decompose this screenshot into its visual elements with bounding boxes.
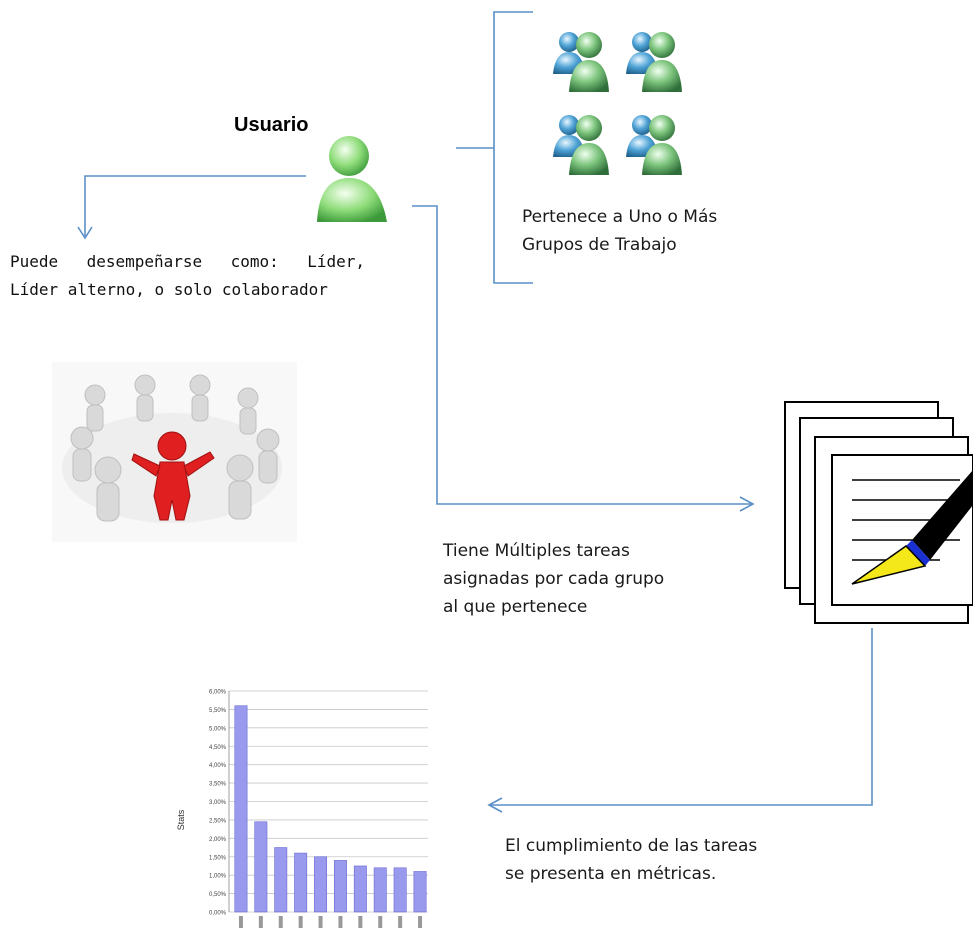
chart-x-tick-mark — [238, 916, 243, 928]
chart-x-tick-mark — [318, 916, 323, 928]
chart-x-tick-mark — [298, 916, 303, 928]
connector-user-role — [84, 175, 306, 236]
chart-y-tick-label: 3,50% — [209, 782, 227, 788]
chart-x-tick-mark — [418, 916, 423, 928]
groups-label-line: Grupos de Trabajo — [522, 235, 677, 255]
chart-x-tick-mark — [358, 916, 363, 928]
tasks-label-line: asignadas por cada grupo — [443, 569, 665, 589]
chart-y-tick-label: 0,50% — [209, 892, 227, 898]
chart-y-tick-label: 6,00% — [209, 690, 227, 696]
chart-x-tick-mark — [278, 916, 283, 928]
chart-y-tick-label: 1,50% — [209, 855, 227, 861]
chart-bar — [373, 867, 387, 913]
chart-bar — [413, 871, 427, 913]
group-icon — [553, 115, 609, 175]
tasks-label-line: al que pertenece — [443, 597, 588, 617]
metrics-label-line: El cumplimiento de las tareas — [505, 836, 758, 856]
chart-y-axis-label: Stats — [176, 809, 186, 830]
chart-x-tick-mark — [258, 916, 263, 928]
chart-x-tick-mark — [398, 916, 403, 928]
chart-y-tick-label: 5,50% — [209, 708, 227, 714]
chart-bar — [294, 852, 308, 913]
tasks-label: Tiene Múltiples tareas asignadas por cad… — [443, 537, 743, 621]
chart-y-tick-label: 1,00% — [209, 874, 227, 880]
groups-label-line: Pertenece a Uno o Más — [522, 207, 718, 227]
chart-bar — [353, 865, 367, 913]
chart-y-tick-label: 4,00% — [209, 763, 227, 769]
chart-bar — [274, 847, 288, 913]
user-icon — [317, 136, 387, 222]
groups-label: Pertenece a Uno o Más Grupos de Trabajo — [522, 203, 782, 259]
tasks-label-line: Tiene Múltiples tareas — [443, 541, 630, 561]
chart-bar — [333, 860, 347, 913]
connector-docs-metrics — [490, 628, 873, 806]
chart-y-tick-label: 0,00% — [209, 911, 227, 917]
chart-y-tick-label: 5,00% — [209, 726, 227, 732]
metrics-label: El cumplimiento de las tareas se present… — [505, 832, 835, 888]
metrics-label-line: se presenta en métricas. — [505, 864, 717, 884]
chart-bar — [393, 867, 407, 913]
role-description: Puede desempeñarse como: Líder, Líder al… — [10, 252, 365, 299]
chart-y-tick-label: 2,50% — [209, 818, 227, 824]
chart-bar — [314, 856, 328, 913]
chart-y-tick-label: 3,00% — [209, 800, 227, 806]
group-icon — [626, 32, 682, 92]
chart-x-tick-mark — [378, 916, 383, 928]
chart-bar — [234, 705, 248, 913]
chart-y-tick-label: 2,00% — [209, 837, 227, 843]
group-icon — [626, 115, 682, 175]
connector-user-tasks — [412, 205, 752, 505]
chart-bar — [254, 821, 268, 913]
chart-y-tick-label: 4,50% — [209, 745, 227, 751]
user-title: Usuario — [234, 114, 309, 136]
group-icon — [553, 32, 609, 92]
chart-x-tick-mark — [338, 916, 343, 928]
